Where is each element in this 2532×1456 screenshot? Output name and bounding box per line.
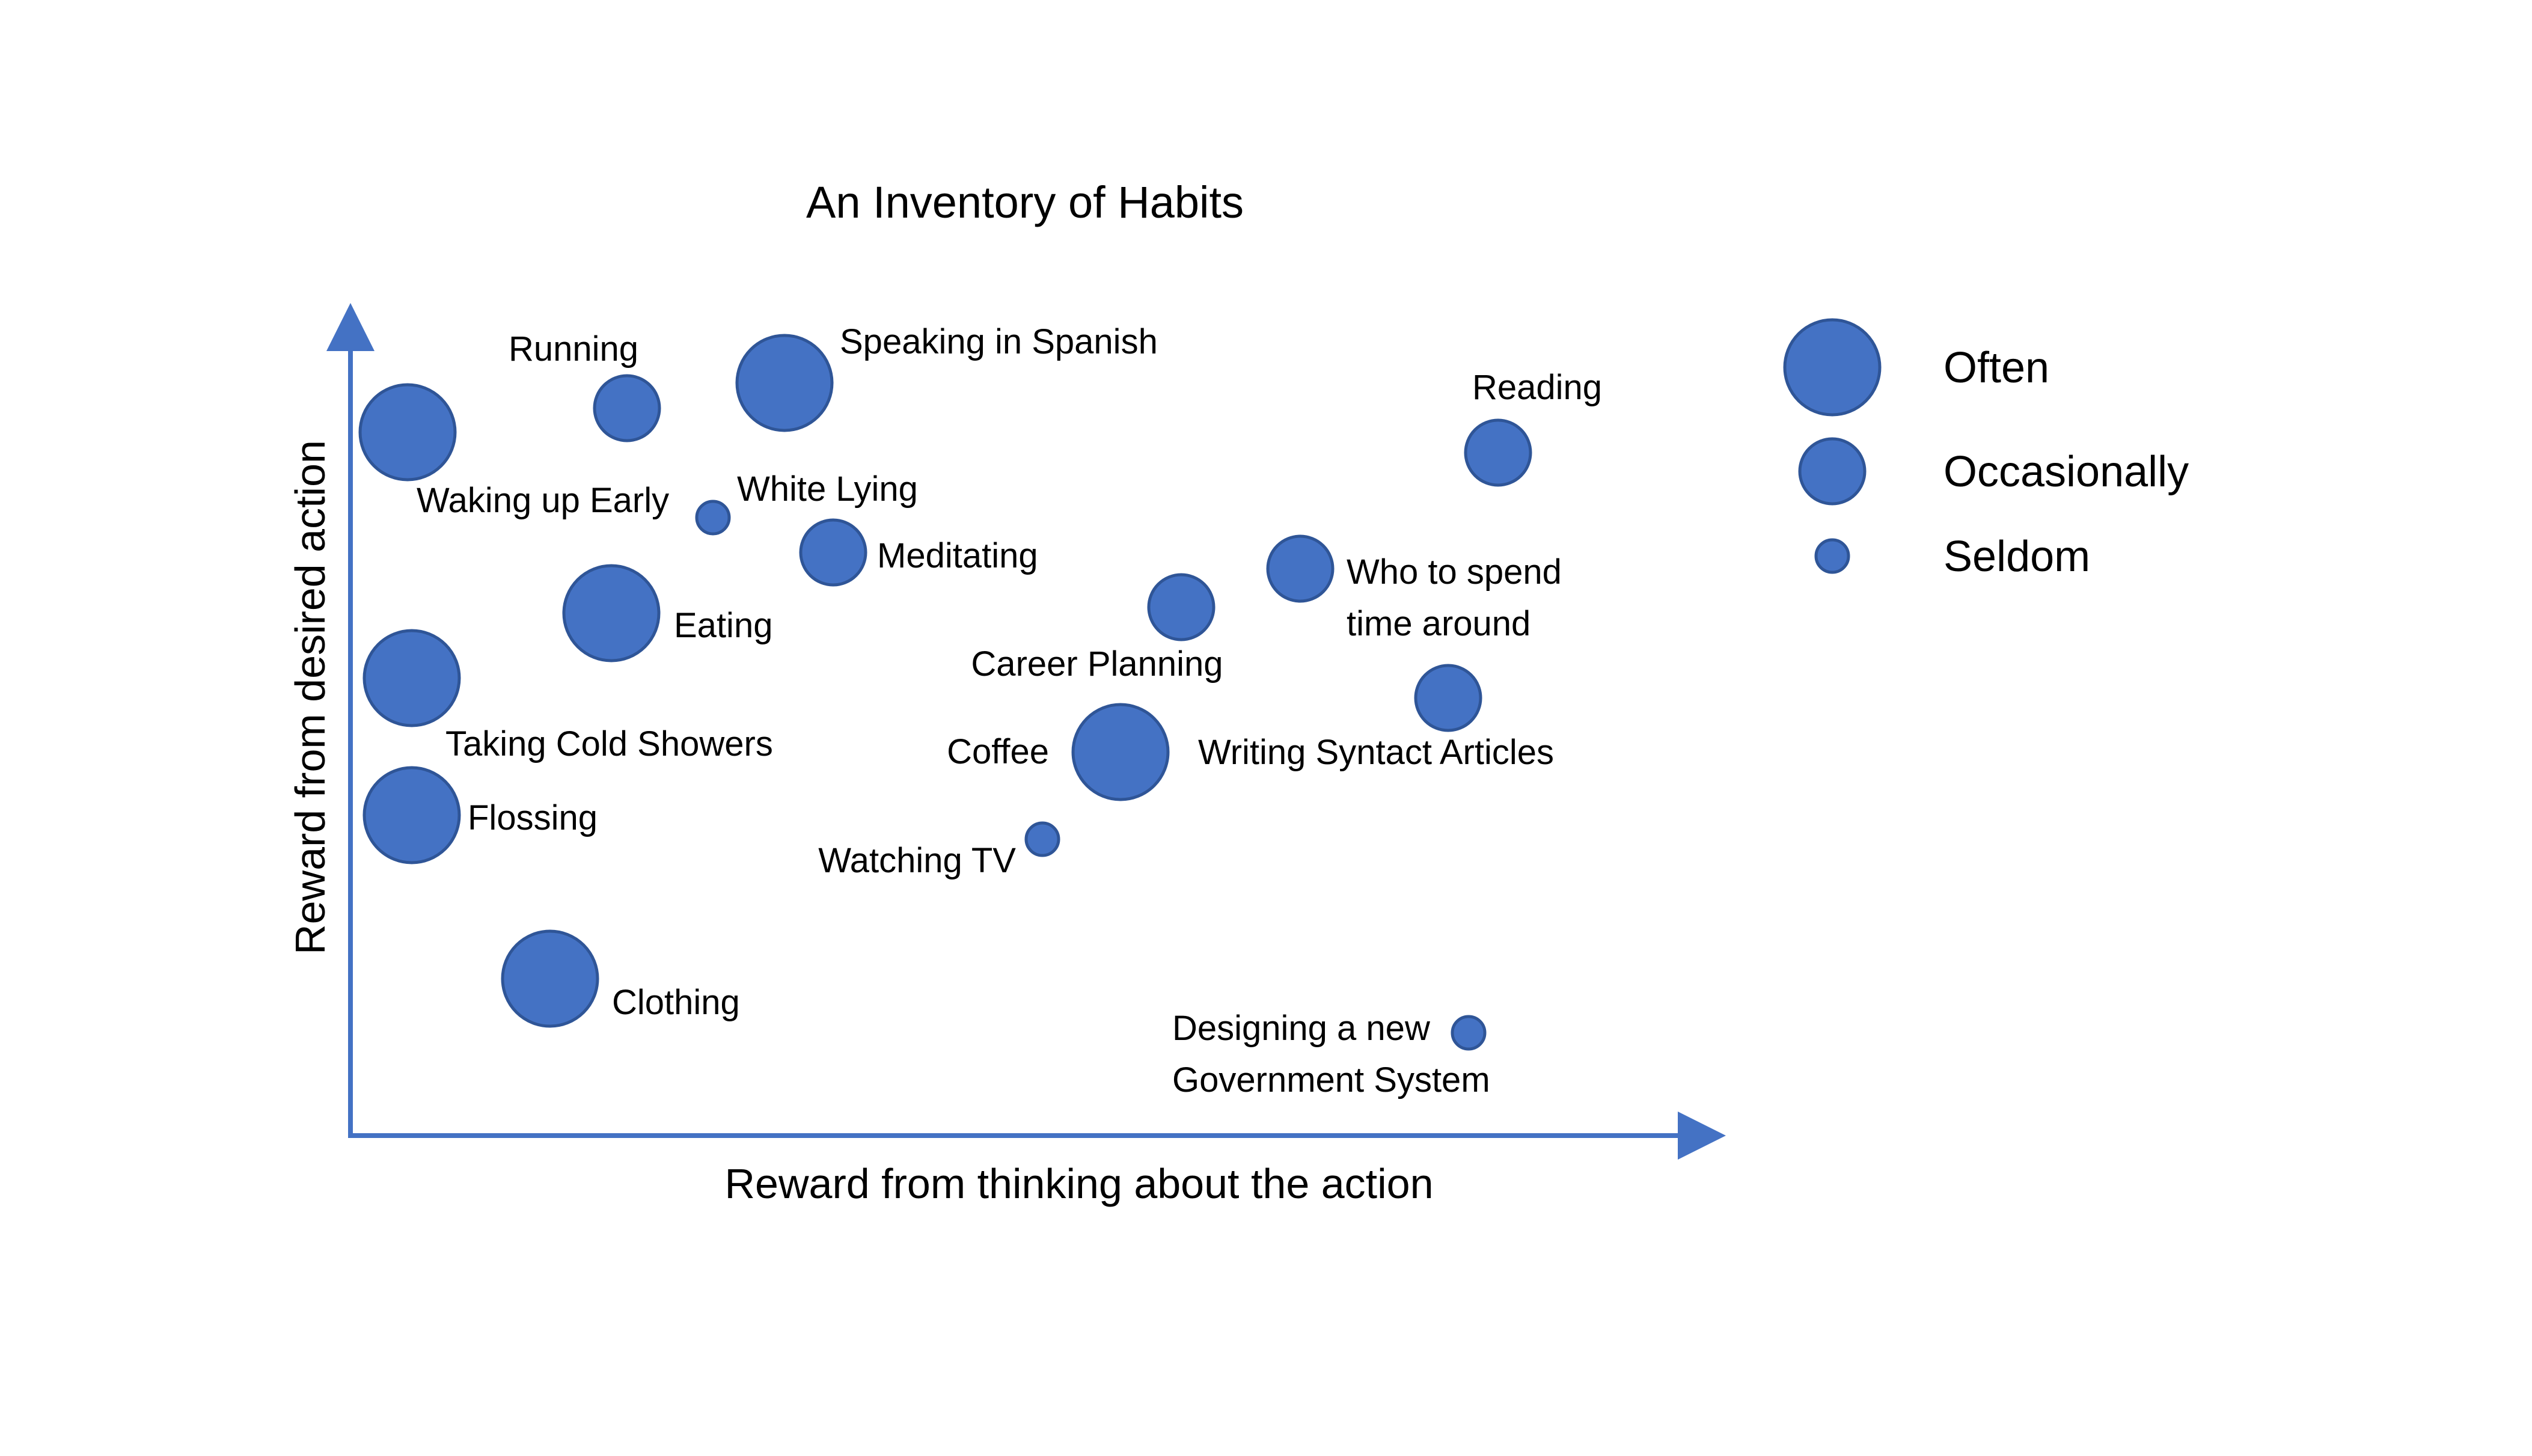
label-reading: Reading — [1472, 368, 1602, 407]
bubble-reading — [1464, 418, 1532, 487]
data-point-meditating: Meditating — [799, 518, 1038, 587]
label-coffee: Coffee — [947, 732, 1049, 771]
data-point-white-lying: White Lying — [695, 470, 918, 536]
legend-label-seldom: Seldom — [1943, 533, 2090, 581]
legend-item-seldom: Seldom — [1814, 533, 2090, 581]
x-axis-label: Reward from thinking about the action — [725, 1160, 1434, 1207]
label-meditating: Meditating — [877, 536, 1038, 575]
label-watching-tv: Watching TV — [818, 841, 1016, 880]
bubble-who-to-spend-time-around — [1266, 534, 1335, 603]
bubble-meditating — [799, 518, 867, 587]
data-points: Waking up Early Running Speaking in Spanis… — [358, 322, 1602, 1100]
bubble-coffee — [1071, 703, 1170, 801]
bubble-speaking-in-spanish — [735, 334, 834, 432]
bubble-eating — [562, 564, 661, 662]
label-clothing: Clothing — [612, 983, 740, 1022]
legend-item-occasionally: Occasionally — [1798, 437, 2189, 506]
legend-bubble-often — [1783, 318, 1882, 417]
data-point-clothing: Clothing — [501, 929, 740, 1028]
legend-bubble-seldom — [1814, 538, 1850, 574]
bubble-taking-cold-showers — [362, 629, 461, 727]
data-point-taking-cold-showers: Taking Cold Showers — [362, 629, 773, 763]
bubble-waking-up-early — [358, 383, 457, 482]
label-white-lying: White Lying — [737, 470, 918, 509]
label-writing-syntact-articles: Writing Syntact Articles — [1198, 733, 1554, 772]
bubble-running — [593, 374, 661, 442]
legend-label-occasionally: Occasionally — [1943, 448, 2189, 496]
legend-label-often: Often — [1943, 344, 2049, 392]
bubble-designing-a-new-government-system — [1451, 1015, 1487, 1051]
bubble-white-lying — [695, 500, 731, 536]
label-flossing: Flossing — [468, 798, 598, 837]
bubble-career-planning — [1147, 573, 1216, 641]
bubble-watching-tv — [1024, 821, 1060, 857]
legend-bubble-occasionally — [1798, 437, 1867, 506]
data-point-waking-up-early: Waking up Early — [358, 383, 669, 520]
label-career-planning: Career Planning — [971, 644, 1223, 684]
y-axis-label: Reward from desired action — [287, 440, 334, 955]
label-running: Running — [509, 329, 638, 369]
label-eating: Eating — [674, 606, 772, 645]
label-waking-up-early: Waking up Early — [417, 481, 669, 520]
data-point-coffee: Coffee — [947, 703, 1170, 801]
legend-item-often: Often — [1783, 318, 2049, 417]
bubble-writing-syntact-articles — [1414, 664, 1482, 732]
label-taking-cold-showers: Taking Cold Showers — [445, 724, 773, 763]
label-speaking-in-spanish: Speaking in Spanish — [840, 322, 1158, 361]
data-point-career-planning: Career Planning — [971, 573, 1223, 684]
bubble-flossing — [362, 766, 461, 864]
data-point-reading: Reading — [1464, 368, 1602, 487]
chart-title: An Inventory of Habits — [806, 177, 1244, 227]
data-point-speaking-in-spanish: Speaking in Spanish — [735, 322, 1158, 432]
data-point-watching-tv: Watching TV — [818, 821, 1060, 880]
bubble-clothing — [501, 929, 599, 1028]
data-point-eating: Eating — [562, 564, 772, 662]
data-point-running: Running — [509, 329, 661, 442]
data-point-flossing: Flossing — [362, 766, 598, 864]
data-point-writing-syntact-articles: Writing Syntact Articles — [1198, 664, 1554, 772]
